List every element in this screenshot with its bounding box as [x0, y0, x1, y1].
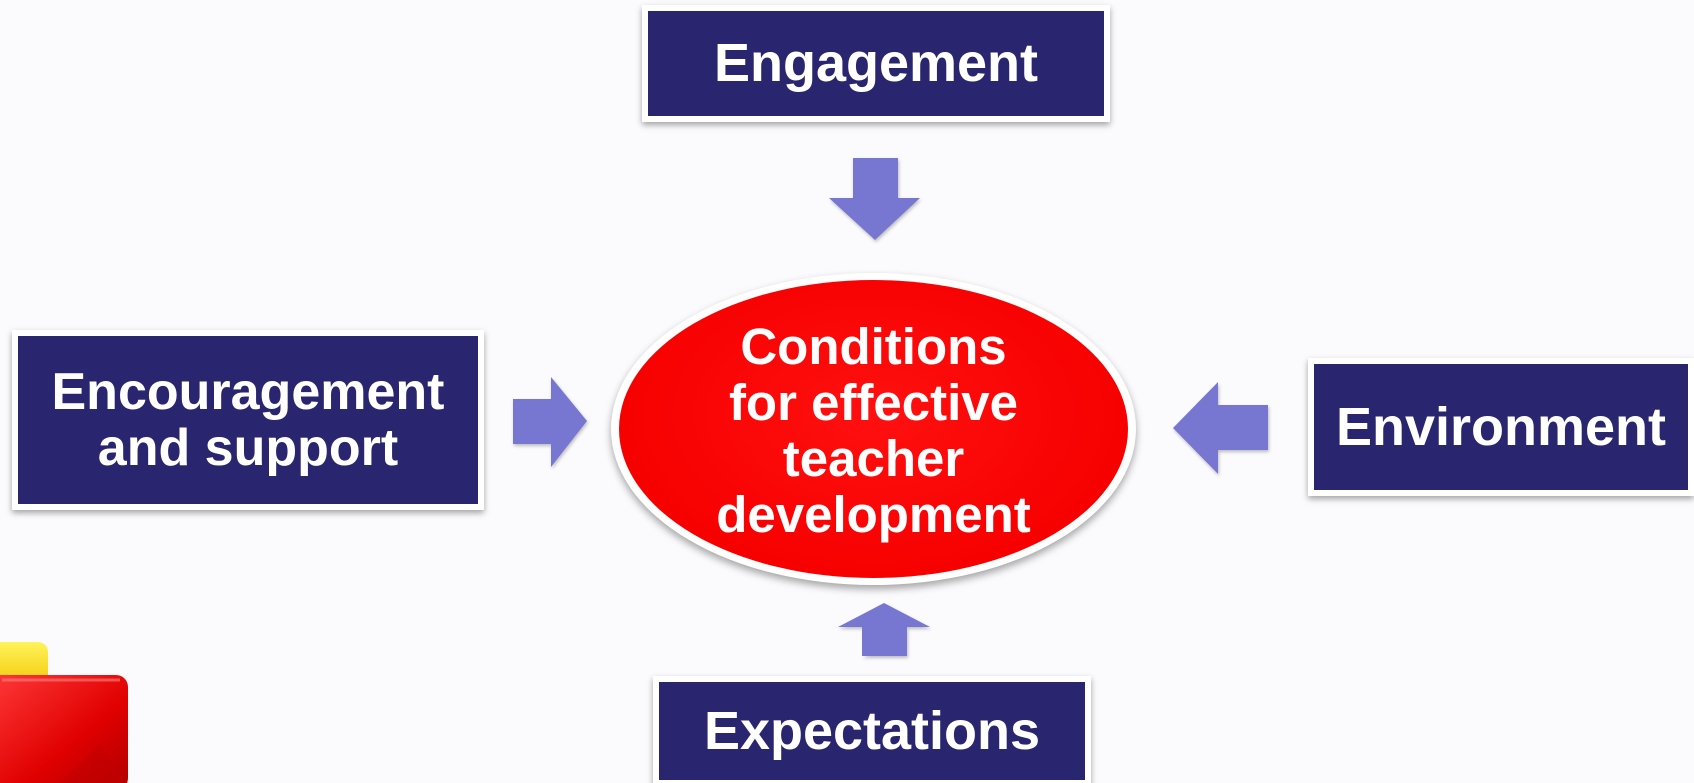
expectations-box: Expectations — [653, 676, 1091, 783]
arrow-down-icon — [829, 158, 920, 240]
engagement-label: Engagement — [713, 33, 1039, 94]
center-label: Conditions for effective teacher develop… — [716, 317, 1031, 544]
encouragement-label: Encouragement and support — [51, 362, 445, 477]
center-ellipse: Conditions for effective teacher develop… — [611, 273, 1136, 585]
environment-label: Environment — [1335, 396, 1667, 457]
arrow-left-icon — [1173, 382, 1268, 474]
environment-box: Environment — [1308, 358, 1694, 496]
encouragement-box: Encouragement and support — [12, 330, 484, 510]
expectations-label: Expectations — [703, 700, 1041, 761]
center-ellipse-fill: Conditions for effective teacher develop… — [619, 280, 1128, 578]
red-yellow-block-icon — [0, 642, 128, 783]
engagement-box: Engagement — [642, 5, 1110, 122]
arrow-right-icon — [513, 377, 587, 467]
